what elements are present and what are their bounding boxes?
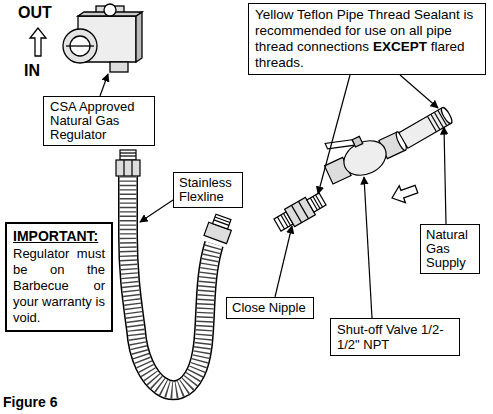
flexline-fitting-part (123, 160, 124, 176)
flow-arrow-part (389, 181, 420, 207)
flexline-fitting-part (120, 152, 136, 153)
flexline-fitting-part (213, 214, 231, 229)
callout-box: Natural Gas Supply (420, 224, 480, 274)
leader-line-part (140, 200, 173, 222)
regulator-symbol-part (66, 45, 94, 46)
box-text: Yellow Teflon Pipe Thread Sealant is rec… (255, 7, 479, 71)
flexline-tube-part (128, 176, 214, 390)
callout-box: Stainless Flexline (173, 172, 243, 208)
leader-line-part (100, 74, 108, 96)
leader-line-part (275, 226, 292, 297)
port-label: IN (24, 62, 40, 80)
leader-line-part (444, 127, 446, 224)
flow-arrow (30, 28, 46, 56)
flexline-fitting-part (120, 150, 136, 160)
gas-supply-pipe-part (427, 116, 436, 132)
flow-arrow (389, 181, 420, 207)
flexline-fitting-part (116, 160, 140, 176)
warning-box: IMPORTANT: Regulator must be on the Barbe… (5, 222, 113, 332)
callout-box: Shut-off Valve 1/2-1/2" NPT (330, 318, 460, 356)
regulator-symbol (63, 4, 142, 72)
warning-heading: IMPORTANT: (13, 228, 105, 244)
box-text: Natural Gas Supply (426, 228, 474, 270)
regulator-symbol-part (110, 62, 128, 72)
close-nipple-symbol-part (313, 196, 320, 208)
regulator-symbol-part (136, 12, 142, 62)
close-nipple-symbol-part (310, 198, 317, 210)
flexline-tube (128, 176, 214, 390)
gas-supply-pipe-part (440, 106, 454, 125)
box-text: Regulator must be on the Barbecue or you… (13, 246, 105, 326)
emphasis: EXCEPT (373, 39, 427, 54)
close-nipple-symbol (272, 190, 327, 233)
box-text: Stainless Flexline (179, 176, 237, 204)
gas-supply-pipe-part (434, 112, 443, 128)
flexline-tube-part (128, 176, 214, 390)
flexline-tube-part (128, 176, 214, 390)
leader-line-part (318, 75, 350, 194)
shutoff-valve-symbol (316, 113, 411, 190)
box-text: Shut-off Valve 1/2-1/2" NPT (337, 322, 453, 352)
callout-box: Close Nipple (226, 297, 314, 319)
leader-line-part (400, 75, 438, 108)
box-text: CSA Approved Natural Gas Regulator (50, 100, 148, 142)
gas-supply-pipe-part (431, 114, 440, 130)
close-nipple-symbol-part (316, 195, 323, 207)
regulator-symbol-part (63, 29, 97, 63)
flexline-fitting-part (131, 160, 132, 176)
gas-supply-pipe (399, 106, 454, 148)
close-nipple-symbol-part (292, 205, 302, 222)
callout-box: CSA Approved Natural Gas Regulator (43, 96, 155, 146)
flexline-fitting-part (215, 217, 230, 222)
close-nipple-symbol-part (281, 215, 288, 227)
box-text: Close Nipple (232, 301, 308, 315)
note-box: Yellow Teflon Pipe Thread Sealant is rec… (248, 3, 486, 75)
regulator-symbol-part (104, 4, 116, 16)
flow-arrow-part (30, 28, 46, 56)
leader-line-part (364, 177, 372, 318)
flexline-fitting (116, 150, 140, 176)
close-nipple-symbol-part (307, 193, 326, 212)
close-nipple-symbol-part (298, 201, 308, 218)
port-label: OUT (18, 4, 52, 22)
flexline-fitting-part (120, 155, 136, 156)
figure-caption: Figure 6 (3, 394, 57, 410)
flexline-fitting (204, 213, 235, 244)
